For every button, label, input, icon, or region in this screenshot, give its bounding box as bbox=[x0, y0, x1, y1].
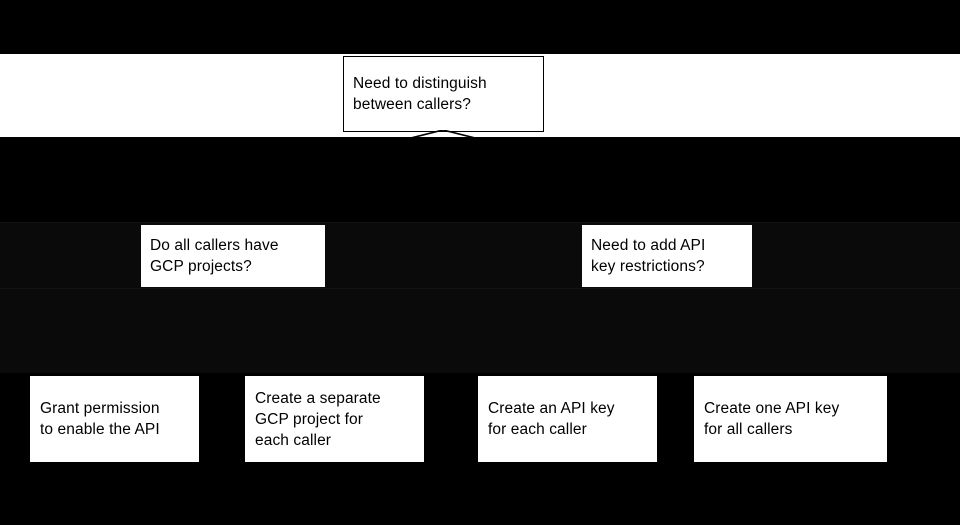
node-leaf-grant-permission[interactable]: Grant permission to enable the API bbox=[30, 376, 199, 462]
node-branch-left[interactable]: Do all callers have GCP projects? bbox=[141, 225, 325, 287]
node-branch-right[interactable]: Need to add API key restrictions? bbox=[582, 225, 752, 287]
node-leaf-key-per-caller-label: Create an API key for each caller bbox=[488, 400, 615, 438]
node-root-decision[interactable]: Need to distinguish between callers? bbox=[343, 56, 544, 132]
node-branch-right-label: Need to add API key restrictions? bbox=[591, 237, 706, 275]
decision-diamond-apex-icon bbox=[411, 130, 475, 138]
node-root-decision-label: Need to distinguish between callers? bbox=[353, 75, 487, 113]
node-branch-left-label: Do all callers have GCP projects? bbox=[150, 237, 279, 275]
node-leaf-separate-project-label: Create a separate GCP project for each c… bbox=[255, 389, 381, 449]
node-leaf-key-for-all-label: Create one API key for all callers bbox=[704, 400, 840, 438]
node-leaf-key-per-caller[interactable]: Create an API key for each caller bbox=[478, 376, 657, 462]
node-leaf-separate-project[interactable]: Create a separate GCP project for each c… bbox=[245, 376, 424, 462]
node-leaf-grant-permission-label: Grant permission to enable the API bbox=[40, 400, 160, 438]
node-leaf-key-for-all[interactable]: Create one API key for all callers bbox=[694, 376, 887, 462]
background-band-lower bbox=[0, 288, 960, 373]
